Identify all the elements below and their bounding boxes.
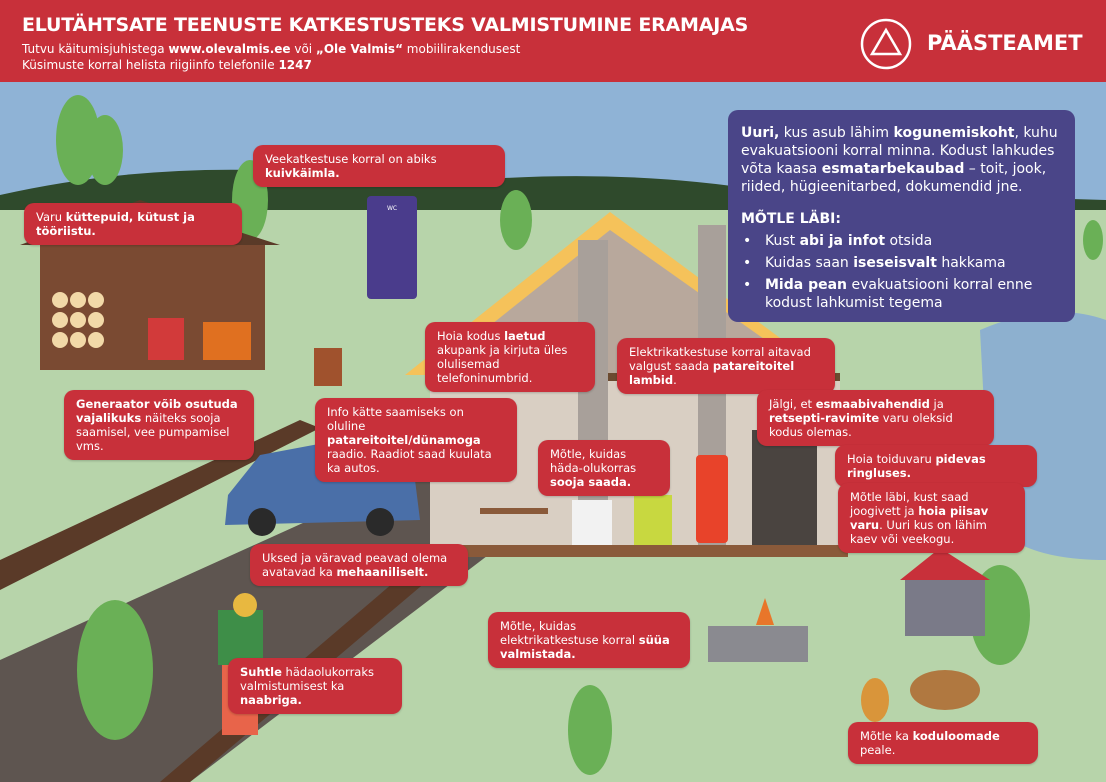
text-segment: Mõtle, kuidas häda-olukorras: [550, 447, 637, 475]
text-segment: Kust: [765, 233, 800, 249]
tip-powerbank: Hoia kodus laetud akupank ja kirjuta üle…: [425, 322, 595, 392]
text-segment: .: [673, 373, 677, 387]
emphasis-text: laetud: [504, 329, 546, 343]
emphasis-text: kogunemiskoht: [893, 125, 1015, 141]
think-through-heading: MÕTLE LÄBI:: [741, 211, 841, 227]
emphasis-text: kuivkäimla.: [265, 166, 340, 180]
checklist-item: Kust abi ja infot otsida: [741, 232, 1062, 250]
text-segment: ja: [929, 397, 944, 411]
tip-neighbor: Suhtle hädaolukorraks valmistumisest ka …: [228, 658, 402, 714]
text-segment: Mõtle, kuidas elektrikatkestuse korral: [500, 619, 639, 647]
table: [480, 508, 548, 514]
water-heater: [696, 455, 728, 543]
emphasis-text: www.olevalmis.ee: [168, 42, 291, 56]
tip-dry-toilet: Veekatkestuse korral on abiks kuivkäimla…: [253, 145, 505, 187]
text-segment: Mõtle läbi, kust saad joogivett ja: [850, 490, 969, 518]
evacuation-intro: Uuri, kus asub lähim kogunemiskoht, kuhu…: [741, 124, 1062, 196]
emphasis-text: 1247: [278, 58, 312, 72]
text-segment: . Uuri kus on lähim kaev või veekogu.: [850, 518, 987, 546]
emphasis-text: esmatarbekaubad: [821, 161, 965, 177]
pantry-shelf: [752, 430, 817, 545]
cat: [861, 678, 889, 722]
brand-name: PÄÄSTEAMET: [927, 31, 1083, 55]
text-segment: Veekatkestuse korral on abiks: [265, 152, 437, 166]
text-segment: näiteks sooja saamisel, vee pumpamisel v…: [76, 411, 230, 453]
text-segment: Elektrikatkestuse korral aitavad valgust…: [629, 345, 811, 373]
page-title: ELUTÄHTSATE TEENUSTE KATKESTUSTEKS VALMI…: [22, 14, 749, 36]
dry-toilet: [367, 196, 417, 299]
text-segment: otsida: [885, 233, 933, 249]
tip-radio: Info kätte saamiseks on oluline patareit…: [315, 398, 517, 482]
evacuation-info-box: Uuri, kus asub lähim kogunemiskoht, kuhu…: [728, 110, 1075, 322]
tip-doors: Uksed ja väravad peavad olema avatavad k…: [250, 544, 468, 586]
checklist-item: Mida pean evakuatsiooni korral enne kodu…: [741, 276, 1062, 312]
text-segment: peale.: [860, 743, 896, 757]
generator: [203, 322, 251, 360]
tip-cooking: Mõtle, kuidas elektrikatkestuse korral s…: [488, 612, 690, 668]
text-segment: Mõtle ka: [860, 729, 913, 743]
text-segment: , kuhu evakuatsiooni korral minna. Kodus…: [741, 125, 1058, 177]
text-segment: Hoia toiduvaru: [847, 452, 936, 466]
fireplace: [572, 500, 612, 545]
emphasis-text: süüa valmistada.: [500, 633, 670, 661]
text-segment: evakuatsiooni korral enne kodust lahkumi…: [765, 277, 1033, 311]
text-segment: akupank ja kirjuta üles olulisemad telef…: [437, 343, 568, 385]
person: [218, 610, 263, 665]
text-segment: hakkama: [936, 255, 1006, 271]
text-segment: varu oleksid kodus olemas.: [769, 411, 953, 439]
tip-food-supply: Hoia toiduvaru pidevas ringluses.: [835, 445, 1037, 487]
fuel-canister: [148, 318, 184, 360]
tip-heating: Mõtle, kuidas häda-olukorras sooja saada…: [538, 440, 670, 496]
emphasis-text: Suhtle: [240, 665, 282, 679]
text-segment: Info kätte saamiseks on oluline: [327, 405, 464, 433]
checklist-item: Kuidas saan iseseisvalt hakkama: [741, 254, 1062, 272]
emphasis-text: patareitoitel lambid: [629, 359, 795, 387]
text-segment: Varu: [36, 210, 66, 224]
emphasis-text: küttepuid, kütust ja tööriistu.: [36, 210, 195, 238]
text-segment: Uksed ja väravad peavad olema avatavad k…: [262, 551, 448, 579]
tip-lamps: Elektrikatkestuse korral aitavad valgust…: [617, 338, 835, 394]
emphasis-text: patareitoitel/dünamoga: [327, 433, 481, 447]
grill: [708, 626, 808, 662]
fence: [0, 420, 320, 590]
tip-firewood: Varu küttepuid, kütust ja tööriistu.: [24, 203, 242, 245]
tip-first-aid: Jälgi, et esmaabivahendid ja retsepti-ra…: [757, 390, 994, 446]
dog: [910, 670, 980, 710]
text-segment: kus asub lähim: [779, 125, 894, 141]
wc-label: WC: [387, 205, 397, 212]
boiler: [634, 495, 672, 545]
text-segment: Tutvu käitumisjuhistega: [22, 42, 169, 56]
emphasis-text: Mida pean: [765, 277, 848, 293]
text-segment: raadio. Raadiot saad kuulata ka autos.: [327, 447, 492, 475]
subtitle-phone: Küsimuste korral helista riigiinfo telef…: [22, 58, 312, 72]
tip-pets: Mõtle ka koduloomade peale.: [848, 722, 1038, 764]
tip-drinking-water: Mõtle läbi, kust saad joogivett ja hoia …: [838, 483, 1025, 553]
text-segment: Hoia kodus: [437, 329, 505, 343]
emphasis-text: hoia piisav varu: [850, 504, 989, 532]
text-segment: – toit, jook, riided, hügieenitarbed, do…: [741, 161, 1047, 195]
emphasis-text: abi ja infot: [799, 233, 886, 249]
text-segment: Küsimuste korral helista riigiinfo telef…: [22, 58, 279, 72]
emphasis-text: retsepti-ravimite: [769, 411, 880, 425]
header: ELUTÄHTSATE TEENUSTE KATKESTUSTEKS VALMI…: [0, 0, 1106, 82]
paasteamet-logo-icon: [860, 18, 912, 70]
text-segment: Jälgi, et: [769, 397, 816, 411]
emphasis-text: „Ole Valmis“: [315, 42, 403, 56]
text-segment: mobiilirakendusest: [402, 42, 521, 56]
well: [900, 548, 990, 580]
text-segment: hädaolukorraks valmistumisest ka: [240, 665, 375, 693]
emphasis-text: Generaator võib osutuda vajalikuks: [76, 397, 238, 425]
text-segment: Kuidas saan: [765, 255, 854, 271]
emphasis-text: esmaabivahendid: [815, 397, 930, 411]
emphasis-text: mehaaniliselt.: [336, 565, 429, 579]
subtitle-website: Tutvu käitumisjuhistega www.olevalmis.ee…: [22, 42, 520, 56]
tip-generator: Generaator võib osutuda vajalikuks näite…: [64, 390, 254, 460]
emphasis-text: pidevas ringluses.: [847, 452, 986, 480]
text-segment: või: [290, 42, 316, 56]
emphasis-text: Uuri,: [741, 125, 780, 141]
emphasis-text: sooja saada.: [550, 475, 632, 489]
emphasis-text: iseseisvalt: [853, 255, 937, 271]
emphasis-text: naabriga.: [240, 693, 302, 707]
emphasis-text: koduloomade: [912, 729, 1000, 743]
